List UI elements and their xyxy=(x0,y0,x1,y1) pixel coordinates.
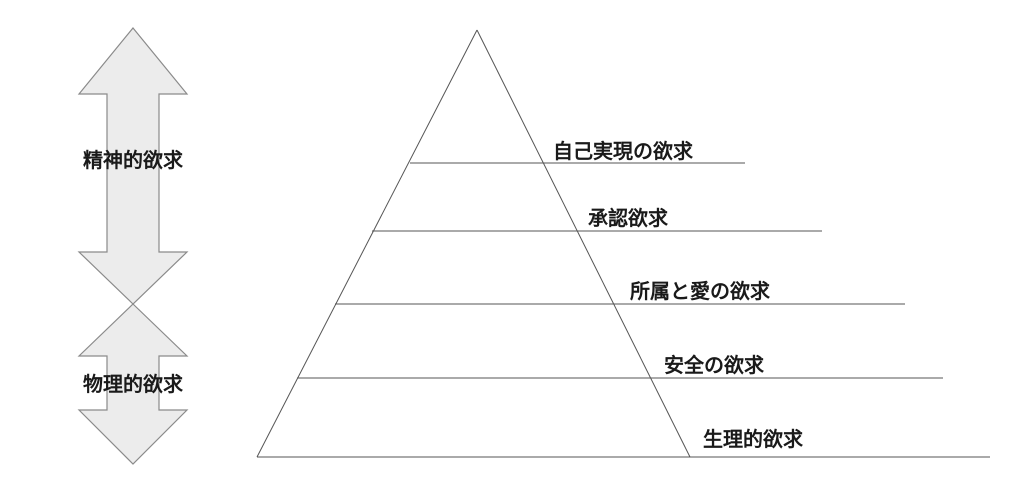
upper-side-label: 精神的欲求 xyxy=(83,148,184,172)
level-label-esteem: 承認欲求 xyxy=(588,206,669,230)
level-label-belonging: 所属と愛の欲求 xyxy=(630,279,771,303)
level-label-self-actualization: 自己実現の欲求 xyxy=(553,139,694,163)
level-label-physiological: 生理的欲求 xyxy=(703,427,804,451)
lower-double-arrow xyxy=(77,303,189,465)
pyramid-right-edge xyxy=(476,29,691,458)
lower-side-label: 物理的欲求 xyxy=(83,372,184,396)
level-label-safety: 安全の欲求 xyxy=(664,353,765,377)
pyramid-left-edge xyxy=(256,29,478,458)
